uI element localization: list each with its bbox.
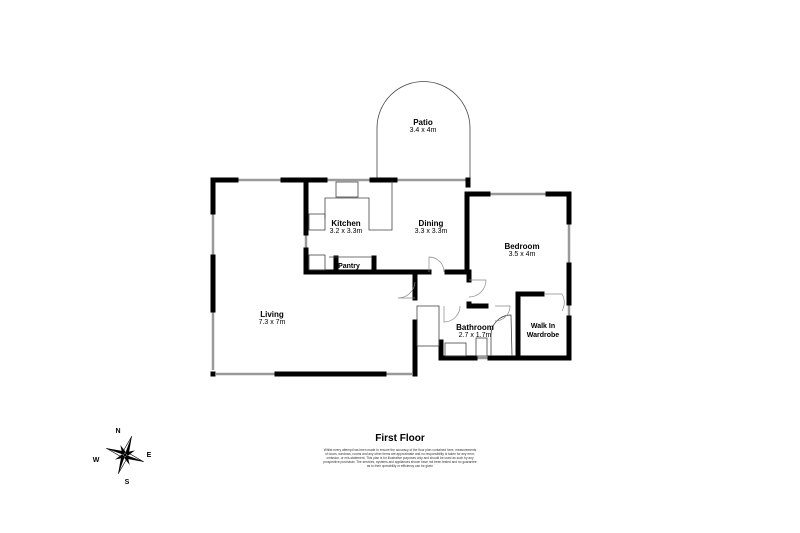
compass-s: S [125, 479, 130, 486]
svg-text:of doors, windows, rooms and a: of doors, windows, rooms and any other i… [325, 452, 475, 456]
compass-n: N [115, 428, 120, 435]
svg-text:Whilst every attempt has been: Whilst every attempt has been made to en… [324, 448, 477, 452]
room-label-wardrobe-2: Wardrobe [527, 332, 560, 339]
svg-text:prospective purchaser. The ser: prospective purchaser. The services, sys… [323, 460, 477, 464]
room-label-living: Living [260, 310, 284, 319]
doors [397, 256, 565, 323]
compass-e: E [147, 452, 152, 459]
room-label-kitchen: Kitchen [331, 219, 360, 228]
room-label-bathroom: Bathroom [456, 323, 494, 332]
compass-w: W [93, 457, 100, 464]
room-dims-bathroom: 2.7 x 1.7m [459, 332, 492, 339]
disclaimer: Whilst every attempt has been made to en… [323, 448, 477, 468]
room-dims-kitchen: 3.2 x 3.3m [330, 228, 363, 235]
room-dims-bedroom: 3.5 x 4m [509, 251, 536, 258]
room-label-pantry: Pantry [338, 263, 360, 270]
room-label-patio: Patio [413, 118, 433, 127]
svg-text:as to their operability or eff: as to their operability or efficiency ca… [367, 464, 433, 468]
room-label-dining: Dining [419, 219, 444, 228]
compass-rose-icon [106, 436, 144, 474]
room-dims-dining: 3.3 x 3.3m [415, 228, 448, 235]
room-dims-patio: 3.4 x 4m [410, 127, 437, 134]
floor-title: First Floor [375, 433, 425, 444]
room-dims-living: 7.3 x 7m [259, 319, 286, 326]
room-label-bedroom: Bedroom [504, 242, 539, 251]
walls [210, 177, 572, 377]
svg-text:omission, or mis-statement. Th: omission, or mis-statement. This plan is… [326, 456, 474, 460]
patio-outline [376, 81, 471, 180]
room-label-wardrobe-1: Walk In [531, 323, 555, 330]
